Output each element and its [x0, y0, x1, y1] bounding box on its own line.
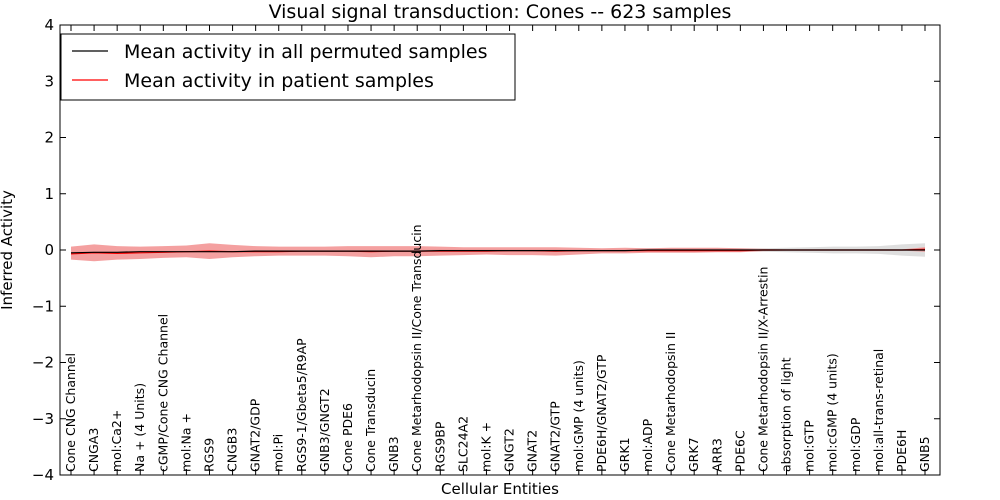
series-lines — [70, 248, 926, 255]
category-label: SLC24A2 — [455, 416, 470, 472]
y-axis-label: Inferred Activity — [0, 190, 16, 310]
category-label: mol:all-trans-retinal — [871, 349, 886, 472]
category-label: GRK7 — [686, 437, 701, 472]
category-label: mol:ADP — [640, 418, 655, 472]
legend-box — [60, 33, 516, 101]
category-label: ARR3 — [709, 438, 724, 472]
x-axis-label: Cellular Entities — [441, 480, 559, 498]
category-label: GNAT2/GTP — [548, 401, 563, 472]
category-label: mol:Pi — [271, 434, 286, 472]
category-label: GNB3 — [386, 436, 401, 472]
y-tick-label: −2 — [32, 354, 54, 372]
category-label: Na + (4 Units) — [132, 383, 147, 472]
legend-label-permuted: Mean activity in all permuted samples — [124, 41, 487, 63]
y-tick-label: 2 — [44, 129, 54, 147]
legend: Mean activity in all permuted samples Me… — [60, 33, 516, 101]
category-label: RGS9-1/Gbeta5/R9AP — [294, 338, 309, 472]
category-label: mol:GMP (4 units) — [571, 360, 586, 472]
category-label: mol:GTP — [802, 420, 817, 472]
plot-frame — [59, 24, 941, 476]
category-label: Cone PDE6 — [340, 403, 355, 472]
category-label: GNAT2/GDP — [248, 398, 263, 472]
y-tick-label: 1 — [44, 185, 54, 203]
category-label: mol:Ca2+ — [109, 410, 124, 472]
category-label: Cone Metarhodopsin II/X-Arrestin — [755, 267, 770, 472]
category-label: PDE6H — [894, 430, 909, 472]
category-label: Cone Metarhodopsin II/Cone Transducin — [409, 224, 424, 472]
y-tick-label: 0 — [44, 241, 54, 259]
category-label: mol:GDP — [848, 417, 863, 472]
category-label: RGS9BP — [432, 421, 447, 472]
category-label: GNGT2 — [502, 428, 517, 472]
category-label: PDE6C — [732, 430, 747, 472]
category-label: GRK1 — [617, 437, 632, 472]
y-axis-ticks: −4 −3 −2 −1 0 1 2 3 4 — [32, 16, 940, 484]
y-tick-label: 4 — [44, 16, 54, 34]
y-tick-label: −3 — [32, 410, 54, 428]
category-label: GNAT2 — [525, 430, 540, 472]
category-label: mol:cGMP (4 units) — [825, 353, 840, 472]
category-label: PDE6H/GNAT2/GTP — [594, 354, 609, 472]
category-label: Cone Metarhodopsin II — [663, 332, 678, 472]
chart-title: Visual signal transduction: Cones -- 623… — [269, 1, 732, 23]
y-tick-label: 3 — [44, 72, 54, 90]
y-tick-label: −4 — [32, 466, 54, 484]
line-permuted — [70, 249, 925, 254]
category-label: CNGB3 — [225, 428, 240, 472]
category-label: GNB3/GNGT2 — [317, 388, 332, 472]
category-label: Cone CNG Channel — [63, 353, 78, 472]
y-tick-label: −1 — [32, 297, 54, 315]
band-patient — [71, 243, 925, 262]
category-label: mol:Na + — [178, 413, 193, 472]
category-label: RGS9 — [202, 438, 217, 472]
category-label: absorption of light — [779, 357, 794, 472]
category-label: cGMP/Cone CNG Channel — [155, 314, 170, 472]
category-label: CNGA3 — [86, 428, 101, 472]
category-label: mol:K + — [479, 422, 494, 472]
x-axis-ticks — [70, 25, 926, 475]
legend-label-patient: Mean activity in patient samples — [124, 70, 434, 92]
category-label: GNB5 — [917, 436, 932, 472]
category-label: Cone Transducin — [363, 369, 378, 472]
